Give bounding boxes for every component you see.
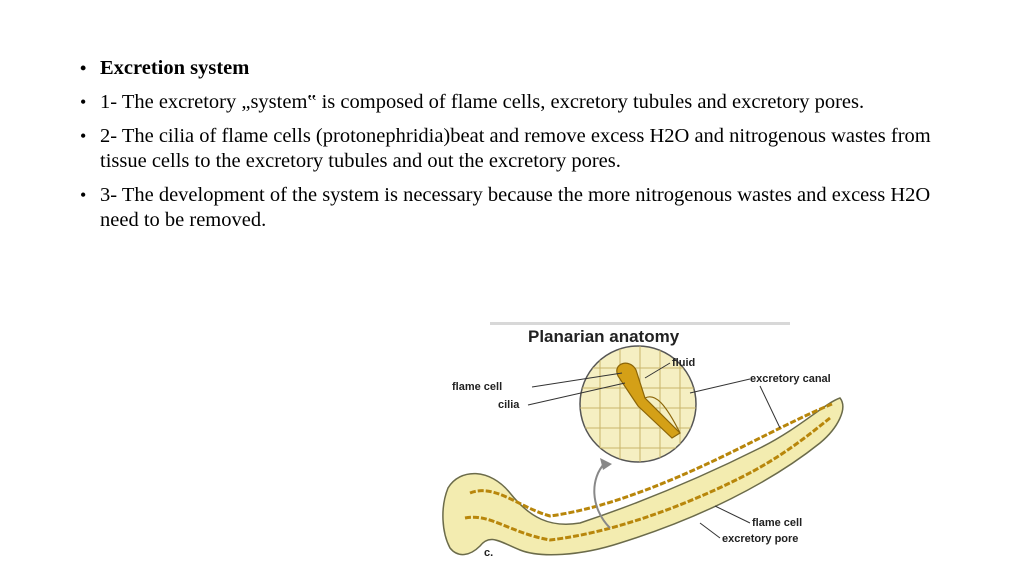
bullet-list: • Excretion system • 1- The excretory „s… <box>78 56 958 242</box>
leader-cilia <box>527 382 626 406</box>
bullet-text: 3- The development of the system is nece… <box>100 184 931 231</box>
leader-fluid <box>644 362 671 379</box>
leader-excretory-pore <box>699 522 721 539</box>
bullet-text: 2- The cilia of flame cells (protonephri… <box>100 125 931 172</box>
flame-cell-shape <box>616 362 681 439</box>
figure-title: Planarian anatomy <box>528 327 680 346</box>
tubule-shape <box>644 396 681 434</box>
label-cilia: cilia <box>498 399 520 411</box>
label-excretory-canal: excretory canal <box>750 373 831 385</box>
bullet-item-2: • 2- The cilia of flame cells (protoneph… <box>78 124 958 174</box>
bullet-item-3: • 3- The development of the system is ne… <box>78 183 958 233</box>
leader-excretory-canal-body <box>759 385 781 429</box>
planarian-anatomy-figure: Planarian anatomy fluid flame cell cilia <box>440 318 886 564</box>
bullet-text: 1- The excretory „system‟ is composed of… <box>100 91 865 113</box>
bullet-item-1: • 1- The excretory „system‟ is composed … <box>78 90 958 115</box>
bullet-dot: • <box>80 58 87 78</box>
leader-flame-cell-top <box>531 372 623 388</box>
label-fluid: fluid <box>672 357 695 369</box>
bullet-dot: • <box>80 92 87 112</box>
excretory-canal-lower <box>464 416 831 542</box>
leader-flame-cell-bottom <box>714 505 751 524</box>
leader-excretory-canal <box>689 378 751 394</box>
copyright-line <box>490 322 790 325</box>
bullet-item-title: • Excretion system <box>78 56 958 81</box>
zoom-arrow-head <box>600 458 612 470</box>
planarian-body <box>442 397 844 556</box>
label-panel: c. <box>484 547 493 559</box>
bullet-dot: • <box>80 126 87 146</box>
label-excretory-pore: excretory pore <box>722 533 798 545</box>
planarian-illustration: Planarian anatomy fluid flame cell cilia <box>442 322 844 559</box>
label-flame-cell-top: flame cell <box>452 381 502 393</box>
zoom-arrow <box>593 462 611 529</box>
bullet-dot: • <box>80 185 87 205</box>
label-flame-cell-bottom: flame cell <box>752 517 802 529</box>
bullet-text: Excretion system <box>100 57 250 79</box>
excretory-canal-upper <box>469 402 833 518</box>
